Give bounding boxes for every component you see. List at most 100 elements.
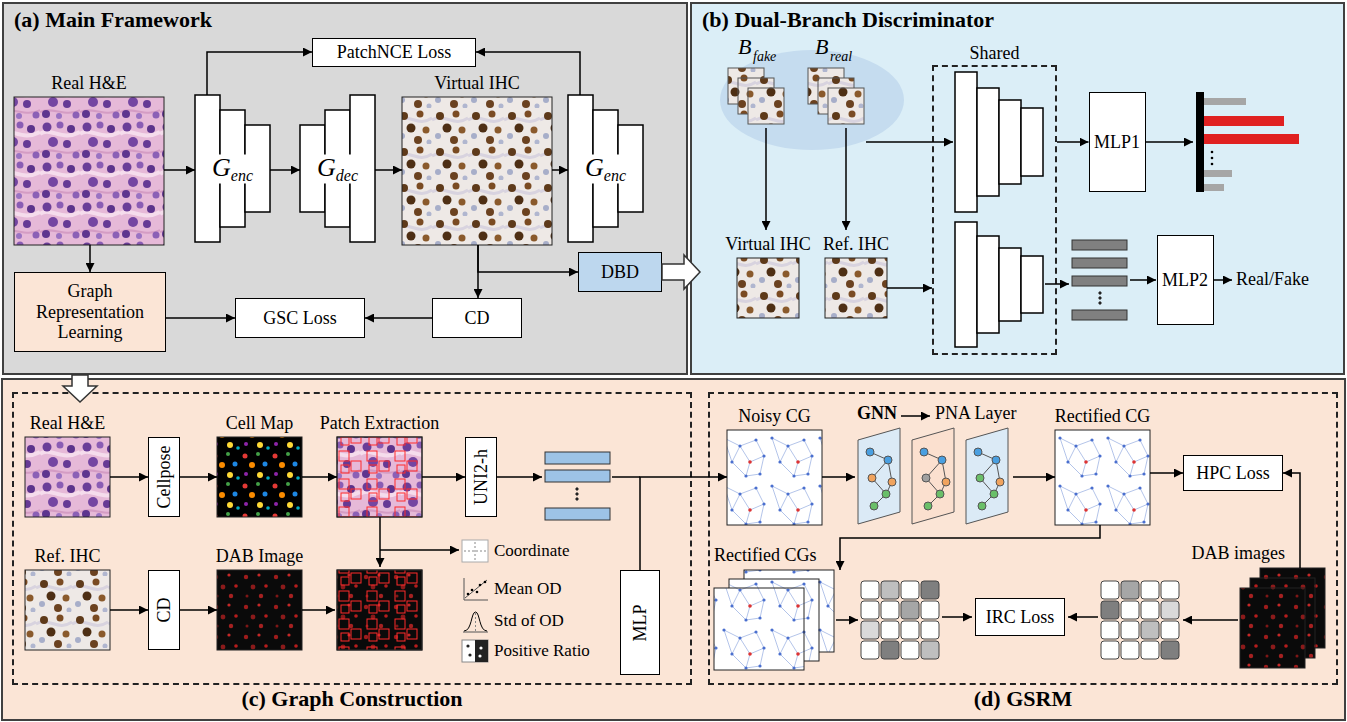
- similarity-matrix: [901, 621, 919, 639]
- score-bars: [1204, 98, 1246, 105]
- tissue-image: [737, 258, 799, 318]
- connector: [365, 317, 432, 319]
- image-heading: Rectified CG: [985, 406, 1220, 427]
- flow-arrow: [1214, 279, 1232, 281]
- similarity-matrix: [901, 581, 919, 599]
- tissue-image: [1240, 588, 1305, 668]
- feature-stack: [1072, 258, 1127, 268]
- connector: [476, 52, 580, 95]
- box-label: DBD: [601, 262, 639, 283]
- module-heading: GNN: [857, 403, 897, 424]
- score-bars: [1211, 151, 1214, 154]
- encoder-shape: [245, 125, 270, 212]
- score-bars: [1196, 92, 1204, 192]
- encoder-shape: [220, 110, 245, 227]
- score-bars: [1204, 116, 1284, 126]
- image-heading: DAB Image: [147, 546, 372, 567]
- flow-arrow: [1045, 283, 1069, 285]
- connector: [1283, 473, 1300, 568]
- statistic-icon: [479, 646, 482, 649]
- similarity-matrix: [861, 601, 879, 619]
- box-label: UNI2-h: [472, 449, 490, 505]
- similarity-matrix: [921, 601, 939, 619]
- connector: [1013, 476, 1055, 478]
- score-bars: [1204, 134, 1299, 144]
- image-batch: [720, 50, 904, 150]
- statistic-icon: [475, 613, 476, 631]
- symbol-letter: G: [317, 152, 336, 181]
- encoder-shape: [999, 100, 1021, 184]
- flow-arrow: [497, 476, 542, 478]
- similarity-matrix: [1101, 581, 1119, 599]
- statistic-icon: [465, 580, 487, 598]
- feature-stack: [1099, 302, 1101, 304]
- similarity-matrix: [881, 581, 899, 599]
- feature-stack: [545, 470, 610, 482]
- similarity-matrix: [1161, 581, 1179, 599]
- feature-stack: [1072, 276, 1127, 286]
- loss-box: IRC Loss: [975, 598, 1065, 636]
- similarity-matrix: [861, 581, 1179, 659]
- box-label: HPC Loss: [1196, 463, 1270, 484]
- connector: [840, 525, 1100, 570]
- statistic-icon: [471, 589, 474, 592]
- box-label: MLP1: [1094, 132, 1140, 153]
- flow-arrow: [302, 128, 1238, 620]
- connector: [822, 476, 855, 478]
- box-label: CD: [155, 597, 173, 622]
- connector: [422, 476, 465, 478]
- similarity-matrix: [921, 581, 939, 599]
- connector: [478, 245, 578, 272]
- flow-arrow: [1068, 616, 1098, 618]
- set-label: B: [738, 34, 751, 59]
- feature-label: Std of OD: [494, 611, 564, 631]
- flow-arrow: [302, 609, 335, 611]
- statistic-icon: [464, 551, 486, 552]
- gnn-layer: [858, 428, 1008, 524]
- feature-label: Mean OD: [494, 579, 562, 599]
- set-subscript: real: [830, 49, 852, 65]
- encoder-shape: [999, 248, 1021, 321]
- connector: [180, 476, 217, 478]
- image-heading: DAB images: [1192, 543, 1286, 564]
- statistic-icon: [464, 578, 488, 600]
- gnn-layer: [990, 490, 998, 498]
- similarity-matrix: [881, 621, 899, 639]
- feature-stack: [1099, 292, 1101, 294]
- gnn-layer: [992, 456, 1000, 464]
- similarity-matrix: [861, 621, 879, 639]
- tissue-image: [402, 97, 552, 245]
- loss-box: PatchNCE Loss: [312, 38, 476, 67]
- symbol-subscript: enc: [231, 166, 253, 183]
- flow-arrow: [1130, 279, 1156, 281]
- encoder-shape: [1021, 108, 1043, 176]
- score-bars: [1204, 184, 1224, 191]
- panel-caption: (c) Graph Construction: [0, 686, 740, 711]
- tissue-image: [14, 97, 1325, 670]
- image-batch: [748, 88, 784, 124]
- connector: [110, 609, 148, 611]
- box-label: MLP2: [1162, 270, 1208, 291]
- block-arrow: [662, 255, 700, 289]
- statistic-icon: [476, 591, 479, 594]
- block-arrow: [63, 375, 97, 402]
- gnn-layer: [942, 478, 950, 486]
- similarity-matrix: [1161, 641, 1179, 659]
- connector: [110, 476, 148, 478]
- image-heading: Ref. IHC: [755, 234, 957, 255]
- flow-arrow: [866, 141, 953, 143]
- gnn-layer: [920, 448, 928, 456]
- statistic-icon: [462, 540, 488, 562]
- box-label: Cellpose: [155, 446, 173, 509]
- statistic-icon: [466, 644, 469, 647]
- gnn-layer: [858, 428, 900, 524]
- output-label: Real/Fake: [1236, 269, 1309, 290]
- similarity-matrix: [1121, 601, 1139, 619]
- gnn-layer: [978, 502, 986, 510]
- flow-arrow: [942, 616, 972, 618]
- connector: [477, 245, 479, 298]
- gnn-layer: [996, 478, 1004, 486]
- score-bars: [1211, 163, 1214, 166]
- box-label: PatchNCE Loss: [337, 42, 452, 63]
